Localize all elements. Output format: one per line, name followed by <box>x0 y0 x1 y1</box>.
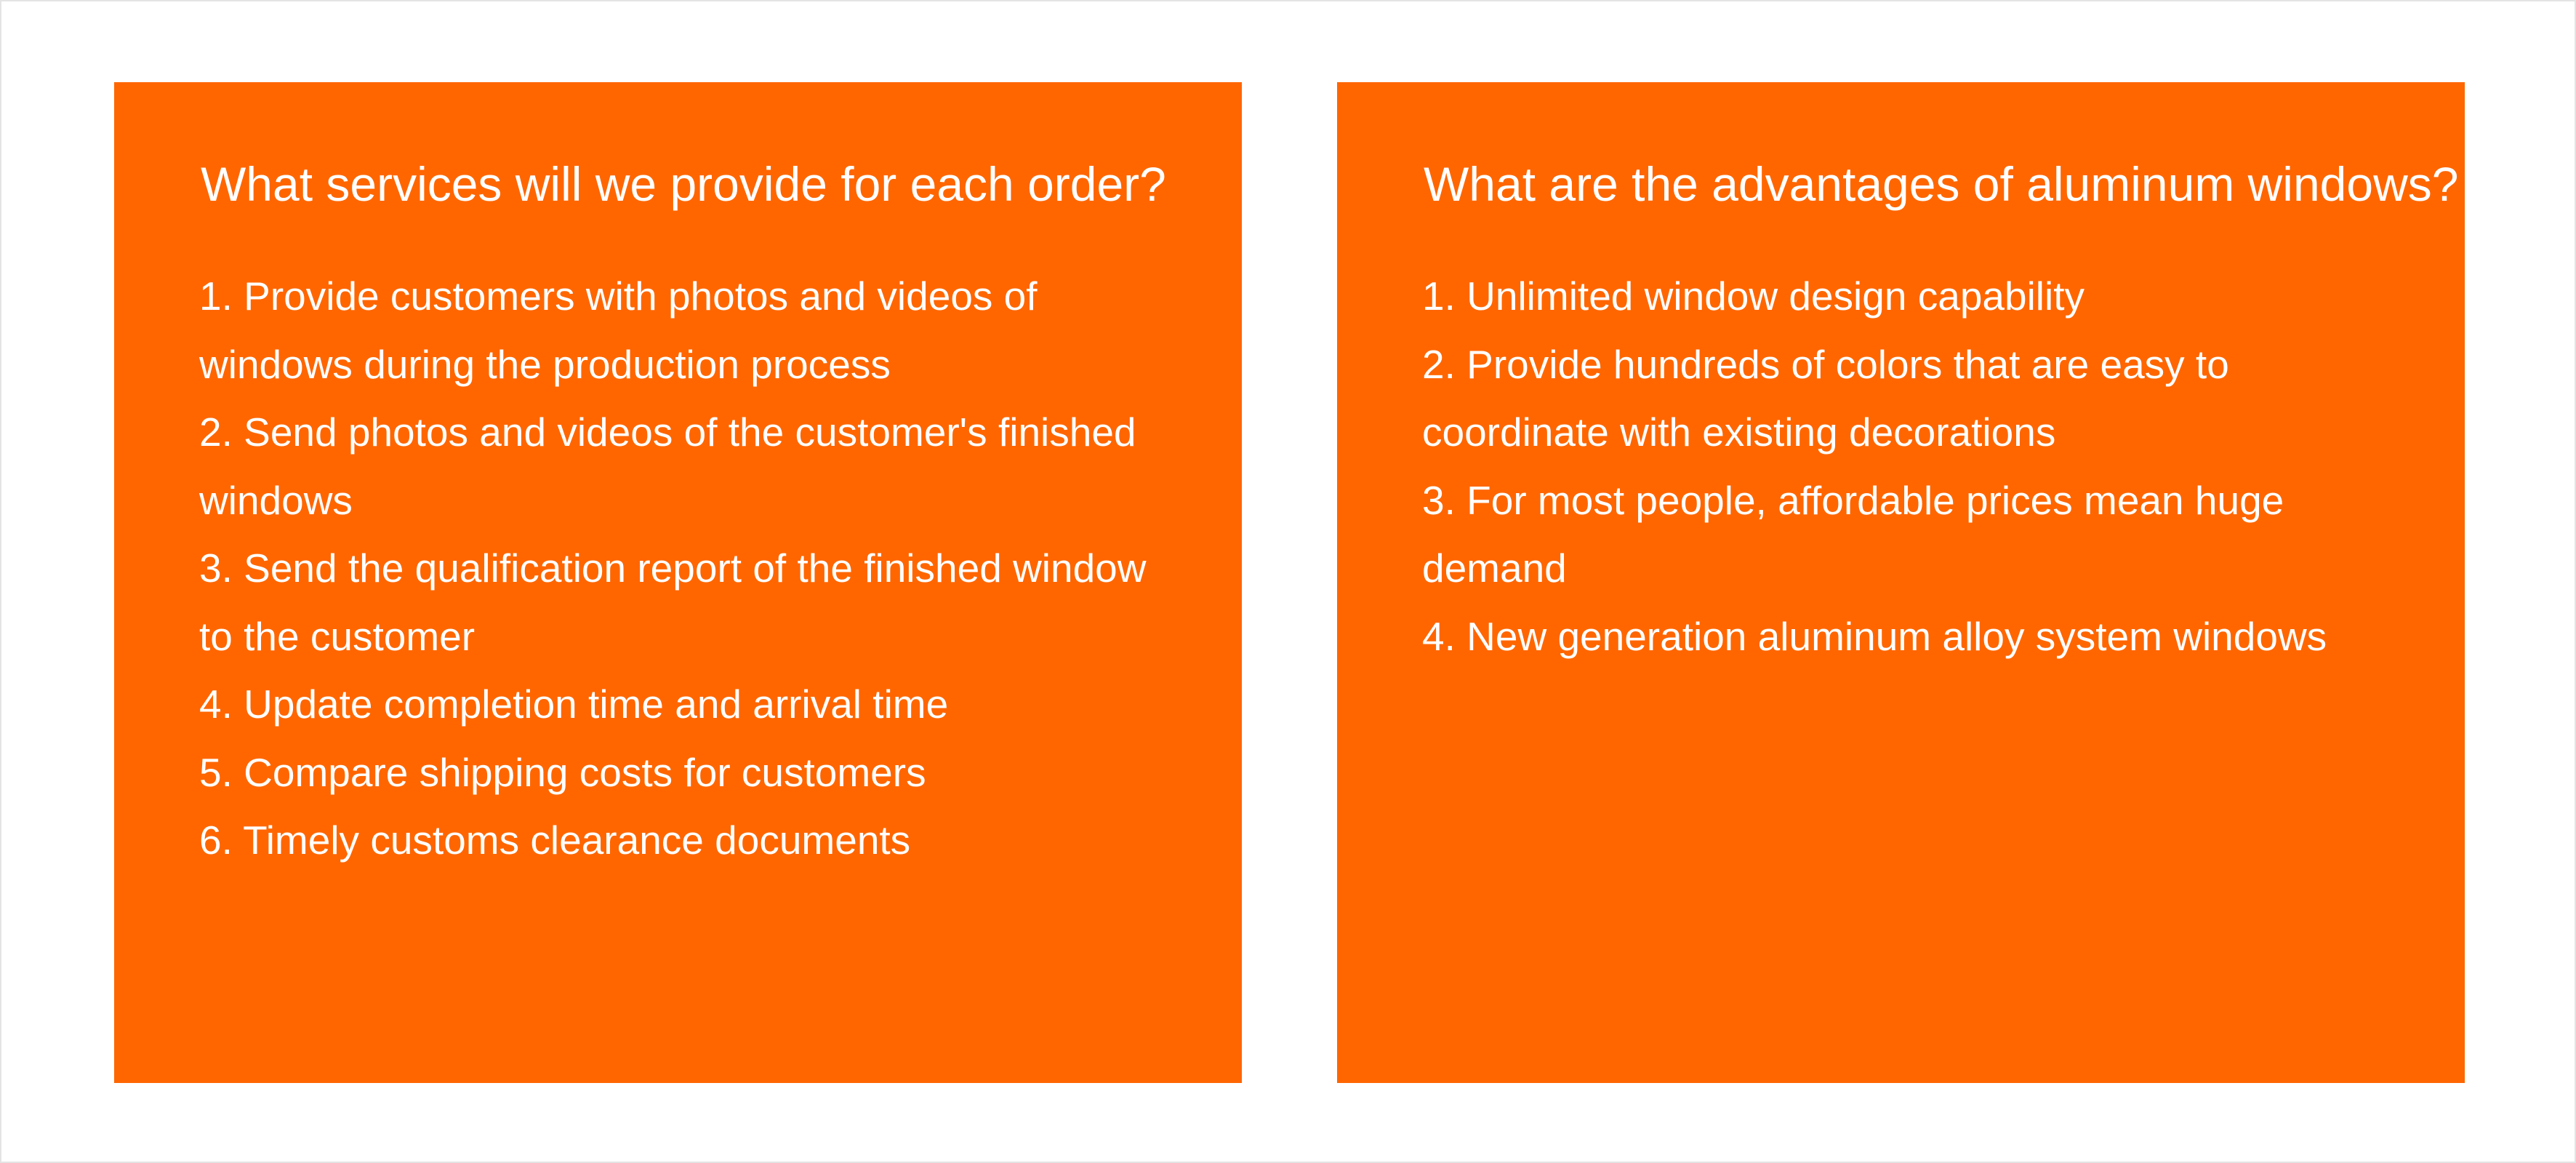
list-item: 4. Update completion time and arrival ti… <box>199 682 949 727</box>
list-item: 5. Compare shipping costs for customers <box>199 749 926 795</box>
advantages-card: What are the advantages of aluminum wind… <box>1337 82 2465 1083</box>
list-item: 6. Timely customs clearance documents <box>199 818 911 863</box>
services-card-title: What services will we provide for each o… <box>201 157 1166 211</box>
advantages-card-title: What are the advantages of aluminum wind… <box>1424 157 2459 211</box>
list-item: 3. Send the qualification report of the … <box>199 545 1147 659</box>
list-item: 1. Provide customers with photos and vid… <box>199 273 1038 387</box>
list-item: 4. New generation aluminum alloy system … <box>1422 613 2327 659</box>
list-item: 2. Provide hundreds of colors that are e… <box>1422 341 2229 455</box>
advantages-list: 1. Unlimited window design capability 2.… <box>1422 263 2392 671</box>
services-card: What services will we provide for each o… <box>114 82 1242 1083</box>
list-item: 2. Send photos and videos of the custome… <box>199 409 1136 523</box>
services-list: 1. Provide customers with photos and vid… <box>199 263 1169 875</box>
list-item: 3. For most people, affordable prices me… <box>1422 477 2284 591</box>
list-item: 1. Unlimited window design capability <box>1422 273 2085 319</box>
